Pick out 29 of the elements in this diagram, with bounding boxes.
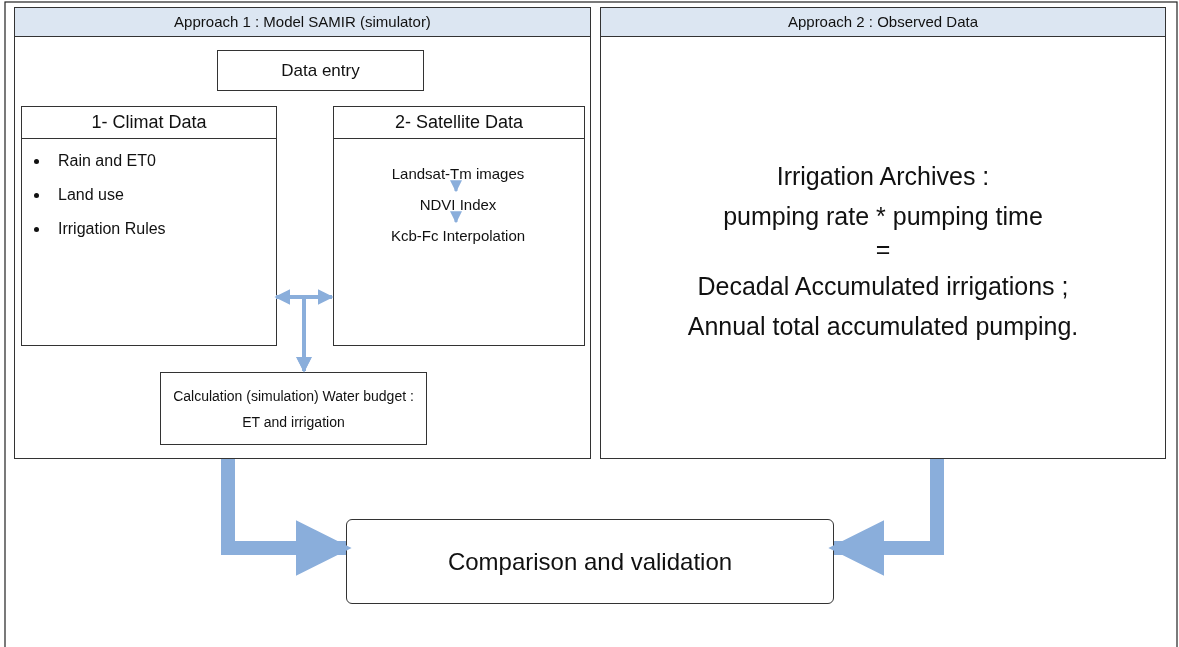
observed-data-text: Irrigation Archives : <box>775 161 991 192</box>
box-label: Data entry <box>280 59 361 82</box>
observed-data-text: Annual total accumulated pumping. <box>686 311 1080 342</box>
observed-data-text: pumping rate * pumping time <box>722 201 1044 232</box>
data-box <box>333 106 585 346</box>
arrow <box>450 211 462 224</box>
approach-panel <box>600 7 1166 459</box>
arrow <box>828 459 944 576</box>
box-label: Calculation (simulation) Water budget : ET and irrigation <box>172 386 415 432</box>
list-item: Rain and ET0 <box>58 151 157 171</box>
data-box <box>21 106 277 346</box>
list-item: Land use <box>58 185 125 205</box>
panel-header: Approach 2 : Observed Data <box>601 8 1165 37</box>
box-header: 1- Climat Data <box>22 107 276 139</box>
process-box <box>160 372 427 445</box>
arrow <box>450 180 462 193</box>
data-step-label: Kcb-Fc Interpolation <box>389 226 527 246</box>
arrow <box>221 459 352 576</box>
observed-data-text: Decadal Accumulated irrigations ; <box>696 271 1070 302</box>
list-item: Irrigation Rules <box>58 219 167 239</box>
data-step-label: NDVI Index <box>418 195 498 215</box>
panel-header: Approach 1 : Model SAMIR (simulator) <box>15 8 590 37</box>
box-label: Comparison and validation <box>446 549 734 574</box>
process-box <box>217 50 424 91</box>
result-box <box>346 519 834 604</box>
box-header: 2- Satellite Data <box>334 107 584 139</box>
observed-data-text: = <box>874 234 892 265</box>
approach-panel <box>14 7 591 459</box>
data-step-label: Landsat-Tm images <box>390 164 526 184</box>
